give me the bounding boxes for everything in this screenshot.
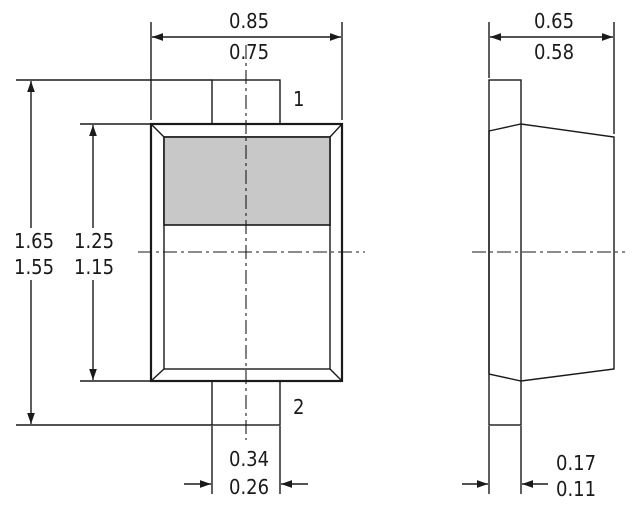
side-body xyxy=(488,123,615,382)
bevel-edge-tr xyxy=(329,123,343,138)
total-height-min-label: 1.55 xyxy=(14,255,54,279)
thickness-max-label: 0.65 xyxy=(534,9,574,33)
dim-lead-thickness: 0.17 0.11 xyxy=(462,426,596,501)
lead-thickness-min-label: 0.11 xyxy=(556,477,596,501)
thickness-min-label: 0.58 xyxy=(534,40,574,64)
body-height-max-label: 1.25 xyxy=(74,229,114,253)
lead-width-max-label: 0.34 xyxy=(229,447,269,471)
lead-width-min-label: 0.26 xyxy=(229,475,269,499)
pin-2-label: 2 xyxy=(293,395,304,419)
top-view: 1 2 0.85 0.75 1.65 1.55 1.25 1.15 xyxy=(12,9,365,499)
dim-body-height: 1.25 1.15 xyxy=(72,123,150,382)
body-height-min-label: 1.15 xyxy=(74,255,114,279)
pin-1-label: 1 xyxy=(293,87,304,111)
lead-thickness-max-label: 0.17 xyxy=(556,451,596,475)
dim-thickness: 0.65 0.58 xyxy=(488,9,615,134)
total-height-max-label: 1.65 xyxy=(14,229,54,253)
bevel-edge-tl xyxy=(150,123,165,138)
bevel-edge-br xyxy=(329,368,343,382)
side-view: 0.65 0.58 0.17 0.11 xyxy=(462,9,625,501)
cathode-marking-band xyxy=(163,136,331,226)
dim-lead-width: 0.34 0.26 xyxy=(184,426,308,499)
width-max-label: 0.85 xyxy=(229,9,269,33)
bevel-edge-bl xyxy=(150,368,165,382)
dim-total-height: 1.65 1.55 xyxy=(12,79,212,426)
dim-width: 0.85 0.75 xyxy=(150,9,343,120)
width-min-label: 0.75 xyxy=(229,40,269,64)
